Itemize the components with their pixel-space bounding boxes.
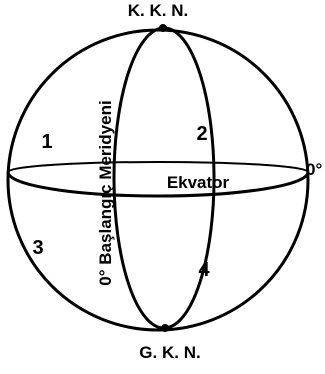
prime-meridian-left <box>114 28 165 328</box>
quadrant-3-label: 3 <box>32 237 43 259</box>
globe-outline <box>8 30 308 330</box>
prime-meridian-label: 0° Başlangıç Meridyeni <box>96 100 115 285</box>
equator-label: Ekvator <box>167 173 230 192</box>
quadrant-4-label: 4 <box>198 259 210 281</box>
equator-line-front <box>8 172 308 196</box>
south-pole-dot <box>161 324 169 332</box>
south-pole-label: G. K. N. <box>139 343 200 362</box>
quadrant-1-label: 1 <box>41 131 52 153</box>
north-pole-dot <box>159 24 167 32</box>
quadrant-2-label: 2 <box>196 123 207 145</box>
equator-line-back <box>8 162 308 172</box>
north-pole-label: K. K. N. <box>128 1 188 20</box>
equator-degree-label: 0° <box>306 160 322 179</box>
